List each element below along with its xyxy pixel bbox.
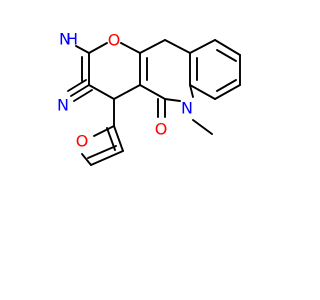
nitrile-nitrogen-label: N xyxy=(57,96,69,115)
bond xyxy=(73,89,93,102)
bond xyxy=(81,153,92,166)
bond xyxy=(90,150,124,166)
bond xyxy=(87,145,117,159)
lactam-nitrogen-label: N xyxy=(181,99,193,118)
bond xyxy=(113,125,124,152)
pyran-oxygen-label: O xyxy=(108,31,121,50)
bond xyxy=(70,84,90,97)
bond xyxy=(189,84,216,100)
bond xyxy=(214,84,241,100)
bond xyxy=(120,42,141,54)
bond xyxy=(164,98,181,102)
bond xyxy=(189,84,194,98)
bond xyxy=(164,39,191,54)
bond xyxy=(113,84,141,100)
bond xyxy=(88,42,108,54)
bond xyxy=(88,84,115,100)
bond xyxy=(214,39,241,56)
bond xyxy=(139,39,166,54)
bond xyxy=(216,79,237,92)
furan-oxygen-label: O xyxy=(76,132,89,151)
bond-lines xyxy=(67,39,241,166)
bond xyxy=(75,45,90,54)
bond xyxy=(139,84,166,100)
bond xyxy=(192,119,213,135)
carbonyl-oxygen-label: O xyxy=(155,120,168,139)
bond xyxy=(67,79,87,92)
amino-nitrogen-label: N xyxy=(59,30,71,49)
bond xyxy=(93,125,115,137)
bond xyxy=(189,39,216,54)
bond xyxy=(216,49,237,62)
amino-hydrogen-label: H xyxy=(66,30,78,49)
